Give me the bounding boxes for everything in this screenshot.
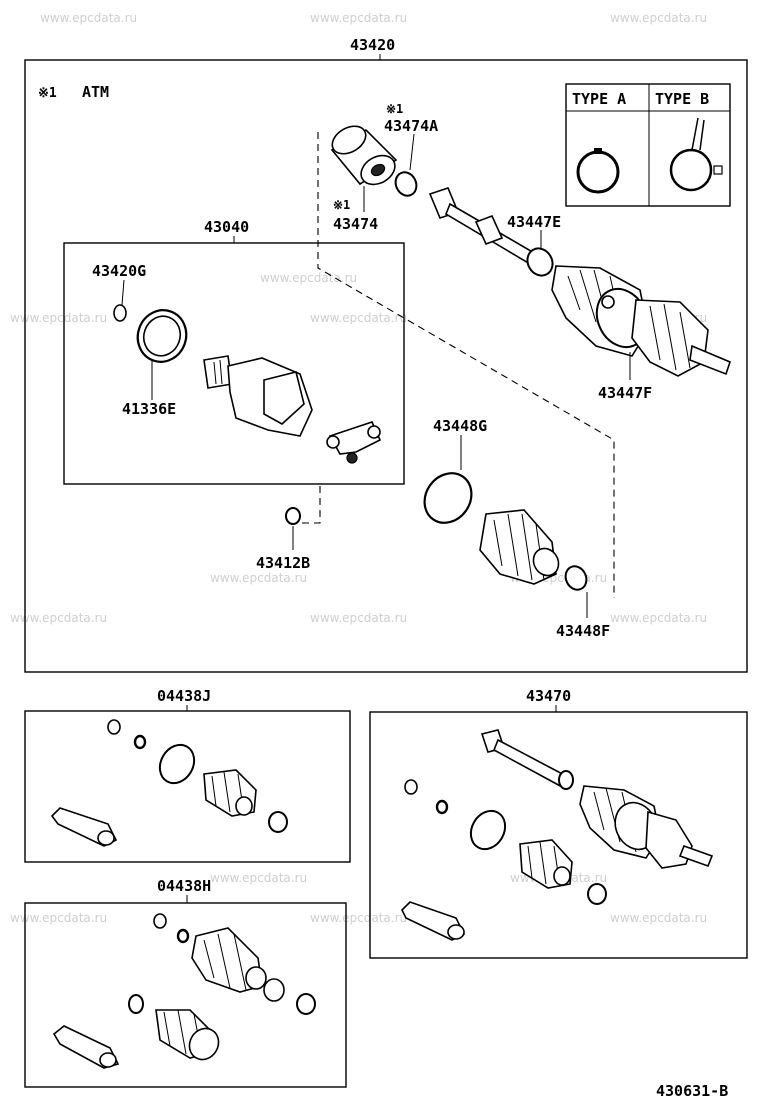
label-43040[interactable]: 43040 bbox=[204, 218, 249, 236]
label-43474[interactable]: 43474 bbox=[333, 215, 378, 233]
drive-shaft bbox=[428, 187, 554, 277]
type-b-header: TYPE B bbox=[655, 90, 709, 108]
boot-kit-04438j-parts bbox=[50, 719, 288, 847]
label-43470[interactable]: 43470 bbox=[526, 687, 571, 705]
watermark: www.epcdata.ru bbox=[610, 11, 707, 25]
clamp-43448f bbox=[564, 565, 588, 591]
watermark: www.epcdata.ru bbox=[610, 611, 707, 625]
inner-joint-housing bbox=[203, 355, 313, 437]
clip-mark: ※1 bbox=[386, 102, 403, 116]
watermark: www.epcdata.ru bbox=[610, 911, 707, 925]
legend-mark: ※1 bbox=[38, 86, 57, 101]
watermark: www.epcdata.ru bbox=[210, 871, 307, 885]
label-43474a[interactable]: 43474A bbox=[384, 117, 438, 135]
clip-43474a bbox=[394, 171, 418, 197]
label-04438j[interactable]: 04438J bbox=[157, 687, 211, 705]
watermark: www.epcdata.ru bbox=[10, 611, 107, 625]
assembly-box-43420 bbox=[24, 59, 748, 673]
exploded-view-outline bbox=[317, 132, 615, 598]
watermark: www.epcdata.ru bbox=[310, 11, 407, 25]
label-43447f[interactable]: 43447F bbox=[598, 384, 652, 402]
damper-mark: ※1 bbox=[333, 198, 350, 212]
watermark: www.epcdata.ru bbox=[310, 311, 407, 325]
type-a-header: TYPE A bbox=[572, 90, 626, 108]
snap-ring-43420g bbox=[113, 304, 127, 322]
tripod-spider bbox=[326, 421, 382, 464]
label-43447e[interactable]: 43447E bbox=[507, 213, 561, 231]
inner-joint-kit-box bbox=[63, 242, 405, 485]
label-43420[interactable]: 43420 bbox=[350, 36, 395, 54]
label-43448g[interactable]: 43448G bbox=[433, 417, 487, 435]
outer-boot-43447f bbox=[551, 265, 731, 377]
label-41336e[interactable]: 41336E bbox=[122, 400, 176, 418]
watermark: www.epcdata.ru bbox=[310, 611, 407, 625]
clamp-43448g bbox=[423, 472, 473, 524]
ring-43412b bbox=[285, 507, 301, 525]
shaft-assy-43470-parts bbox=[401, 729, 714, 941]
watermark: www.epcdata.ru bbox=[10, 311, 107, 325]
label-43448f[interactable]: 43448F bbox=[556, 622, 610, 640]
boot-kit-04438h-parts bbox=[52, 913, 316, 1069]
watermark: www.epcdata.ru bbox=[310, 911, 407, 925]
ring-41336e bbox=[136, 309, 188, 363]
watermark: www.epcdata.ru bbox=[40, 11, 137, 25]
dynamic-damper-43474 bbox=[330, 125, 398, 186]
label-04438h[interactable]: 04438H bbox=[157, 877, 211, 895]
boot-kit-04438j-box bbox=[24, 710, 351, 863]
shaft-assy-43470-box bbox=[369, 711, 748, 959]
watermark: www.epcdata.ru bbox=[210, 571, 307, 585]
inner-boot bbox=[479, 509, 560, 585]
diagram-id: 430631-B bbox=[656, 1082, 728, 1100]
boot-kit-04438h-box bbox=[24, 902, 347, 1088]
type-a-clamp-icon bbox=[576, 148, 620, 194]
label-43420g[interactable]: 43420G bbox=[92, 262, 146, 280]
type-b-clamp-icon bbox=[669, 117, 723, 192]
type-table: TYPE A TYPE B bbox=[565, 83, 731, 207]
watermark: www.epcdata.ru bbox=[260, 271, 357, 285]
label-43412b[interactable]: 43412B bbox=[256, 554, 310, 572]
legend-atm: ATM bbox=[82, 83, 109, 101]
watermark: www.epcdata.ru bbox=[10, 911, 107, 925]
